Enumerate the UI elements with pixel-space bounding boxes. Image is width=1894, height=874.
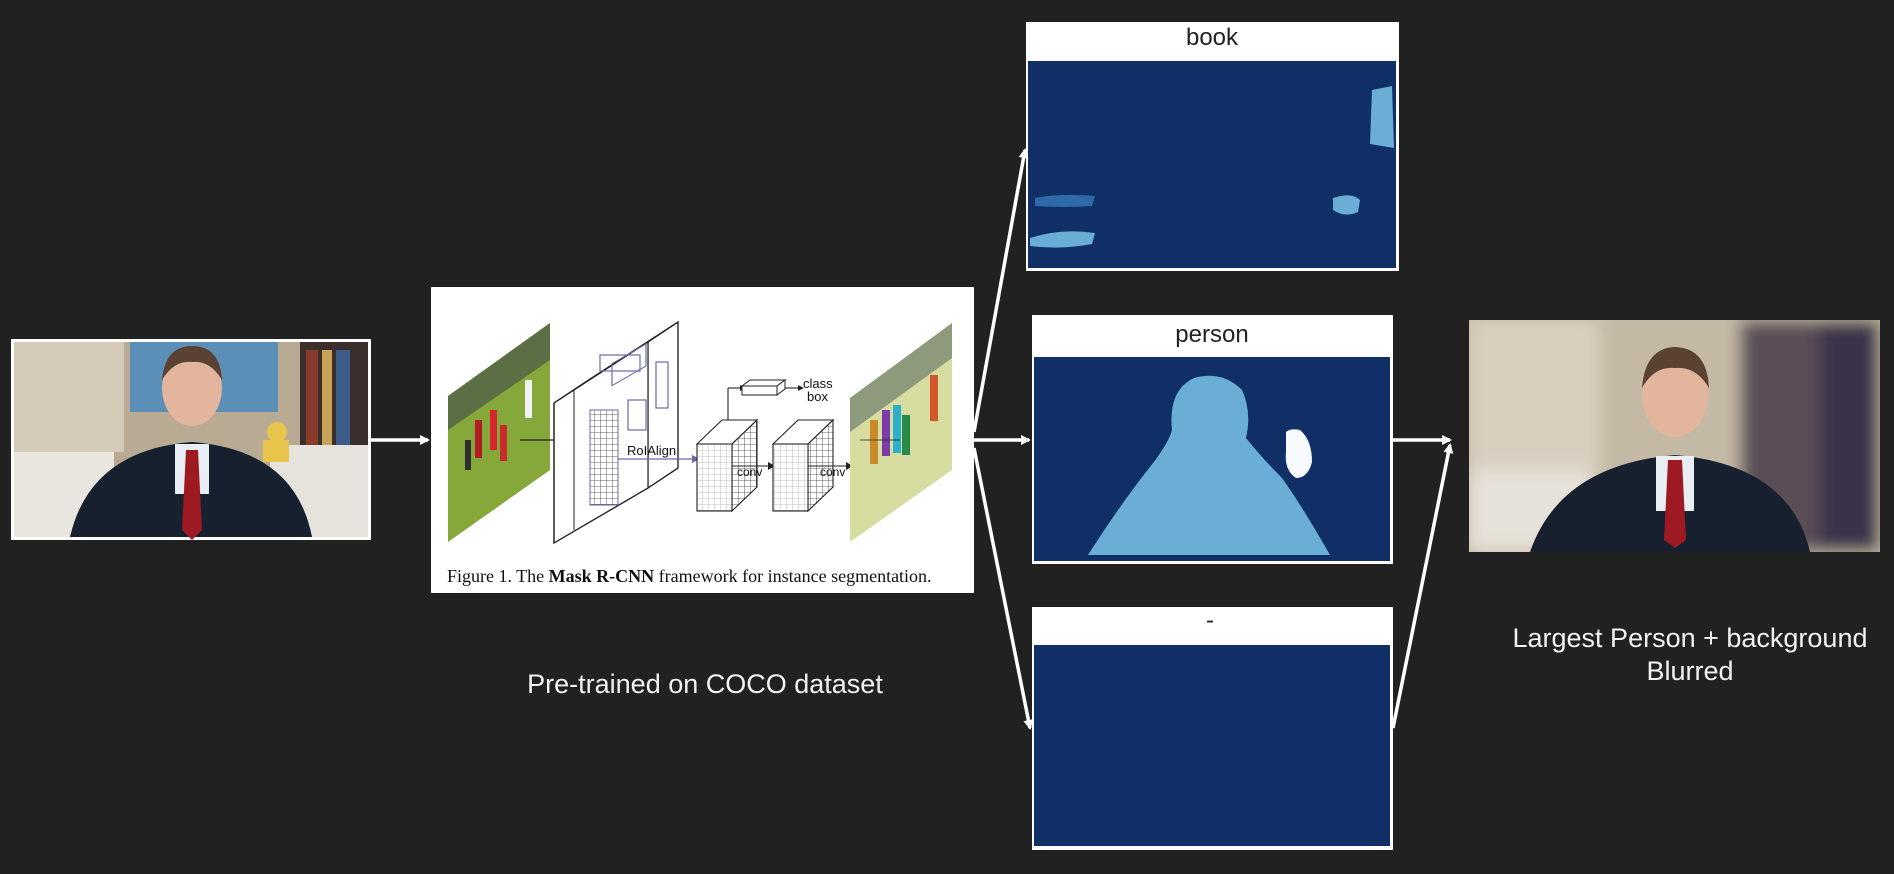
- conv-label-2: conv: [820, 465, 845, 479]
- class-label: class: [803, 376, 833, 391]
- arrow-empty-to-output: [1391, 443, 1454, 729]
- conv-label-1: conv: [737, 465, 762, 479]
- flow-arrows: [371, 148, 1454, 730]
- output-caption-line2: Blurred: [1646, 656, 1734, 686]
- figure-caption-prefix: Figure 1. The: [447, 566, 544, 586]
- input-photo: [11, 339, 371, 540]
- figure-caption-suffix: framework for instance segmentation.: [659, 566, 932, 586]
- svg-text:Figure 1. The Mask R-CNN: Figure 1. The Mask R-CNN framework for i…: [447, 566, 932, 586]
- mask-title-book: book: [1186, 24, 1239, 51]
- arrow-model-to-empty: [972, 447, 1034, 730]
- mask-panel-person: person: [1032, 315, 1393, 564]
- model-caption: Pre-trained on COCO dataset: [527, 669, 883, 699]
- figure-caption-bold: Mask R-CNN: [549, 566, 655, 586]
- box-label: box: [807, 389, 828, 404]
- output-photo: [1469, 320, 1880, 552]
- mask-panel-book: book: [1026, 22, 1399, 271]
- roialign-label: RoIAlign: [627, 443, 676, 458]
- arrow-model-to-book: [972, 148, 1029, 433]
- output-caption-line1: Largest Person + background: [1512, 623, 1868, 653]
- mask-title-person: person: [1175, 321, 1248, 348]
- mask-panel-empty: -: [1032, 607, 1393, 850]
- output-caption: Largest Person + background Blurred: [1470, 622, 1894, 688]
- mask-rcnn-figure: RoIAlign class box conv conv: [431, 287, 974, 593]
- mask-title-empty: -: [1206, 607, 1214, 634]
